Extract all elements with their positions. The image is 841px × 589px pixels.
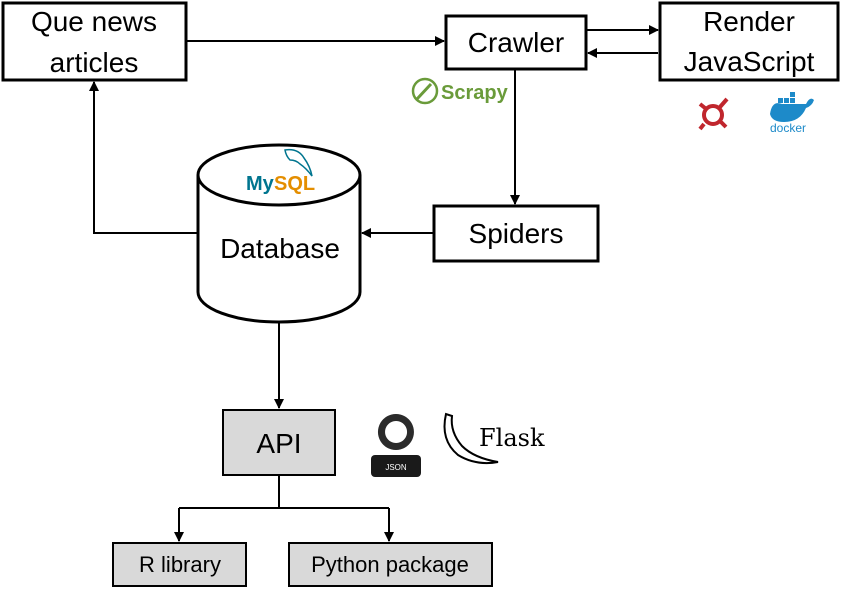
que-news-line1: Que news [31, 6, 157, 37]
node-crawler: Crawler [444, 14, 588, 71]
scrapy-spatula-icon [415, 82, 433, 101]
flask-horn-icon [443, 412, 499, 465]
mysql-sql-text: SQL [274, 173, 315, 195]
docker-text: docker [770, 121, 806, 135]
json-icon [377, 414, 414, 450]
splash-logo-icon [698, 97, 729, 131]
mysql-logo: My SQL [246, 148, 315, 195]
r-library-label: R library [139, 552, 221, 577]
api-label: API [256, 428, 301, 459]
docker-logo: docker [770, 92, 814, 135]
node-render-javascript: Render JavaScript [658, 1, 840, 82]
crawler-label: Crawler [468, 27, 564, 58]
arrow-database-to-que [89, 81, 198, 234]
node-r-library: R library [112, 542, 247, 587]
node-python-package: Python package [288, 542, 493, 587]
que-news-line2: articles [50, 47, 139, 78]
flask-logo: Flask [443, 412, 545, 465]
json-text: JSON [385, 463, 407, 472]
flask-text: Flask [479, 424, 545, 452]
node-que-news-articles: Que news articles [1, 1, 188, 82]
scrapy-icon [411, 77, 439, 105]
render-line1: Render [703, 6, 795, 37]
mysql-my-text: My [246, 173, 275, 195]
node-api: API [222, 409, 336, 476]
node-spiders: Spiders [432, 204, 600, 263]
spiders-label: Spiders [469, 218, 564, 249]
scrapy-logo: Scrapy [411, 77, 509, 105]
connectors [89, 25, 659, 542]
database-label: Database [220, 233, 340, 264]
node-database: Database [196, 143, 362, 324]
docker-whale-icon [770, 98, 814, 122]
python-package-label: Python package [311, 552, 469, 577]
mysql-dolphin-icon [284, 148, 313, 177]
json-logo: JSON [371, 414, 421, 477]
render-line2: JavaScript [684, 46, 815, 77]
scrapy-text: Scrapy [441, 82, 509, 104]
